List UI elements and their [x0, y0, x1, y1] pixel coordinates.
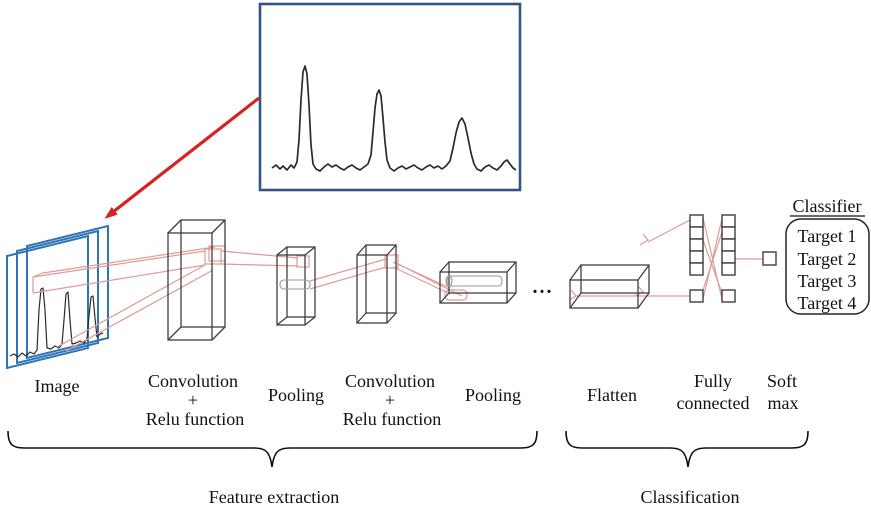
image-plane-front — [6, 234, 89, 370]
projection-line — [56, 264, 206, 348]
classifier-target: Target 2 — [798, 249, 857, 269]
stage-captions: Feature extraction Classification — [209, 487, 740, 507]
classifier-title: Classifier — [793, 196, 862, 216]
projection-line — [65, 269, 214, 352]
conv1-patch — [204, 248, 222, 265]
flatten-corner-mark — [639, 233, 649, 246]
classification-caption: Classification — [641, 487, 740, 507]
wireframe-boxes — [167, 219, 650, 341]
fc-cross-line — [702, 218, 723, 300]
classifier-panel: Classifier Target 1 Target 2 Target 3 Ta… — [785, 196, 870, 315]
fc-column-2 — [721, 214, 736, 303]
flatten-corner-mark — [634, 285, 644, 297]
zoom-arrow-shaft — [112, 96, 260, 214]
classification-brace — [565, 430, 809, 468]
pool1-rod — [279, 279, 311, 290]
label-conv1-line1: Convolution — [148, 371, 238, 391]
feature-extraction-brace — [7, 430, 538, 468]
label-pool2: Pooling — [465, 385, 521, 405]
conv2-box — [356, 244, 397, 324]
projection-line — [397, 263, 463, 297]
fc-bias-node — [689, 289, 704, 303]
classifier-target: Target 3 — [798, 271, 857, 291]
label-softmax-line1: Soft — [767, 371, 797, 391]
label-conv1-line3: Relu function — [146, 409, 244, 429]
projection-line — [42, 246, 216, 274]
fc-column-1 — [689, 214, 704, 303]
feature-extraction-caption: Feature extraction — [209, 487, 339, 507]
fc-bias-node — [721, 289, 736, 303]
image-spectrum-curve — [9, 287, 104, 358]
image-stack — [6, 224, 109, 370]
label-conv2-line1: Convolution — [345, 371, 435, 391]
fc-cross-line — [702, 231, 723, 291]
classifier-target: Target 1 — [798, 226, 857, 246]
label-pool1: Pooling — [268, 385, 324, 405]
classifier-target: Target 4 — [798, 293, 857, 313]
label-conv2-line3: Relu function — [343, 409, 441, 429]
pool1-patch — [296, 255, 310, 268]
conv1-box — [167, 219, 226, 341]
projection-line — [32, 250, 206, 278]
label-fc-line2: connected — [677, 393, 750, 413]
zoom-arrow-head-icon — [104, 207, 118, 219]
layer-labels: Image Convolution + Relu function Poolin… — [35, 276, 799, 429]
pool1-box — [276, 246, 316, 326]
projection-line — [220, 263, 299, 267]
projection-line — [32, 264, 206, 294]
pool2-box — [439, 261, 517, 304]
projection-line — [309, 266, 387, 290]
label-conv1-line2: + — [188, 390, 198, 410]
projection-line — [32, 272, 44, 278]
projection-line — [647, 219, 691, 243]
label-fc-line1: Fully — [694, 371, 732, 391]
projection-lines — [32, 217, 762, 352]
spectrum-inset — [258, 2, 522, 192]
spectrum-inset-border — [258, 2, 522, 192]
pool2-patch — [444, 289, 468, 301]
projection-line — [220, 250, 299, 259]
fc-cross-line — [702, 239, 723, 294]
spectrum-curve — [271, 65, 517, 172]
pool2-rod-end — [445, 275, 453, 287]
flatten-box — [569, 264, 650, 309]
label-softmax-line2: max — [768, 393, 799, 413]
image-plane-back — [26, 224, 109, 360]
label-conv2-line2: + — [385, 390, 395, 410]
projection-line — [309, 258, 387, 282]
pool2-rod — [446, 275, 503, 287]
zoom-arrow — [104, 96, 260, 219]
label-image: Image — [35, 376, 80, 396]
stage-braces — [7, 430, 809, 468]
conv2-patch — [384, 254, 399, 269]
ellipsis-dots: ... — [533, 276, 554, 298]
image-plane-middle — [16, 229, 99, 365]
label-flatten: Flatten — [587, 385, 637, 405]
fully-connected-layer — [689, 214, 777, 303]
classifier-box — [785, 218, 870, 315]
softmax-output-node — [762, 251, 777, 266]
feature-rods — [279, 275, 503, 290]
